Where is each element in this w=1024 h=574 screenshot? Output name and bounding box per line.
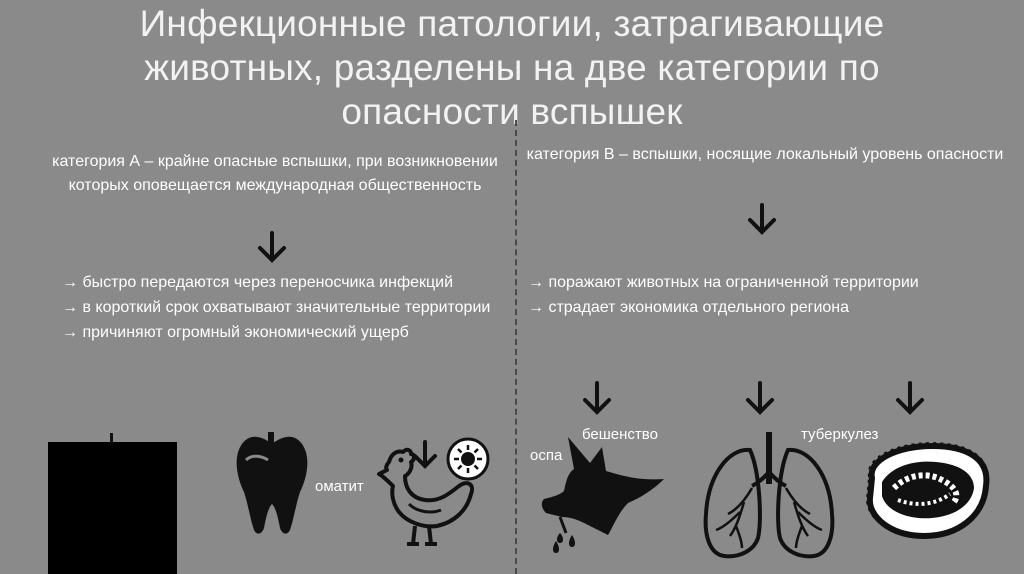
bullet-item: → поражают животных на ограниченной терр… [528, 270, 998, 295]
down-arrow-icon [745, 202, 779, 236]
bullet-item: → быстро передаются через переносчика ин… [62, 270, 502, 295]
lungs-icon [700, 432, 838, 564]
disease-label: оматит [315, 478, 364, 495]
down-arrow-icon [580, 380, 614, 416]
wolf-icon [538, 437, 668, 557]
column-divider [515, 120, 517, 574]
tick-mark [110, 433, 113, 443]
tooth-icon [232, 432, 312, 536]
slide-title: Инфекционные патологии, затрагивающие жи… [90, 2, 934, 134]
bullet-item: → страдает экономика отдельного региона [528, 295, 998, 320]
virus-icon [445, 436, 491, 482]
down-arrow-icon [893, 380, 927, 416]
category-b-heading: категория В – вспышки, носящие локальный… [520, 143, 1010, 167]
black-square [48, 442, 177, 574]
down-arrow-icon [255, 230, 289, 264]
down-arrow-icon [743, 380, 777, 416]
category-a-heading: категория А – крайне опасные вспышки, пр… [40, 150, 510, 198]
bullet-item: → в короткий срок охватывают значительны… [62, 295, 502, 320]
bullet-item: → причиняют огромный экономический ущерб [62, 320, 502, 345]
pox-virus-icon [862, 440, 994, 542]
category-b-bullets: → поражают животных на ограниченной терр… [528, 270, 998, 320]
category-a-bullets: → быстро передаются через переносчика ин… [62, 270, 502, 345]
